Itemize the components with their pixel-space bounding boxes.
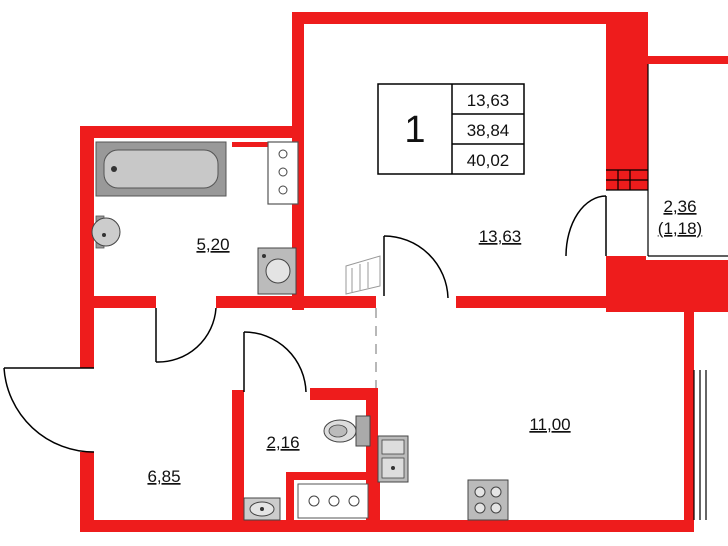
kitchen-area: 11,00 — [529, 415, 570, 434]
wall-toilet-left — [232, 390, 244, 526]
wall-living-bottom-right — [456, 296, 646, 308]
wall-bath-left — [80, 126, 94, 308]
toilet-icon — [323, 415, 371, 447]
living-room-area: 13,63 — [479, 227, 522, 246]
kitchen-sink-icon — [377, 435, 409, 483]
balcony-reduced-area: (1,18) — [658, 219, 702, 238]
sink-icon — [91, 215, 121, 249]
living-door-arc — [383, 235, 449, 299]
entrance-door-arc — [3, 367, 95, 453]
wall-bath-bottom-left — [80, 296, 156, 308]
toilet-door-arc — [243, 331, 307, 393]
wall-toilet-corner — [232, 390, 244, 398]
toilet-area: 2,16 — [266, 433, 299, 452]
wall-bath-bottom-right — [216, 296, 306, 308]
bathtub-icon — [95, 141, 227, 197]
doors — [3, 195, 607, 453]
balcony-window — [606, 169, 648, 191]
wall-niche — [286, 472, 380, 530]
walls — [80, 12, 728, 532]
stove-icon — [467, 479, 509, 521]
wall-bath-stub — [232, 142, 268, 147]
total-area-value: 38,84 — [467, 121, 510, 140]
area-summary-box: 1 13,63 38,84 40,02 — [377, 83, 525, 175]
wall-bath-top — [80, 126, 304, 138]
wall-hall-left-lower — [80, 452, 94, 532]
radiator — [345, 255, 381, 295]
balcony-door-arc — [565, 195, 607, 257]
interior-lines — [375, 64, 728, 520]
wall-right-upper — [606, 12, 648, 190]
radiator-outline — [345, 255, 381, 295]
counter-icon — [297, 483, 369, 519]
balcony-top-wall — [648, 56, 728, 64]
small-sink-icon — [243, 497, 281, 521]
area-with-balcony-value: 40,02 — [467, 151, 510, 170]
wall-top — [292, 12, 648, 24]
wall-toilet-top — [310, 388, 376, 400]
hallway-area: 6,85 — [147, 467, 180, 486]
bathroom-area: 5,20 — [196, 235, 229, 254]
wall-living-bottom-left — [292, 296, 376, 308]
bath-door-arc — [155, 307, 217, 363]
wall-bottom — [80, 520, 694, 532]
balcony-area: 2,36 — [663, 197, 696, 216]
wall-hall-left-upper — [80, 296, 94, 368]
washing-machine-icon — [257, 247, 297, 295]
rooms-count: 1 — [404, 109, 425, 151]
living-area-value: 13,63 — [467, 91, 510, 110]
shelf-icon — [267, 141, 299, 205]
wall-kitchen-right — [684, 306, 694, 526]
